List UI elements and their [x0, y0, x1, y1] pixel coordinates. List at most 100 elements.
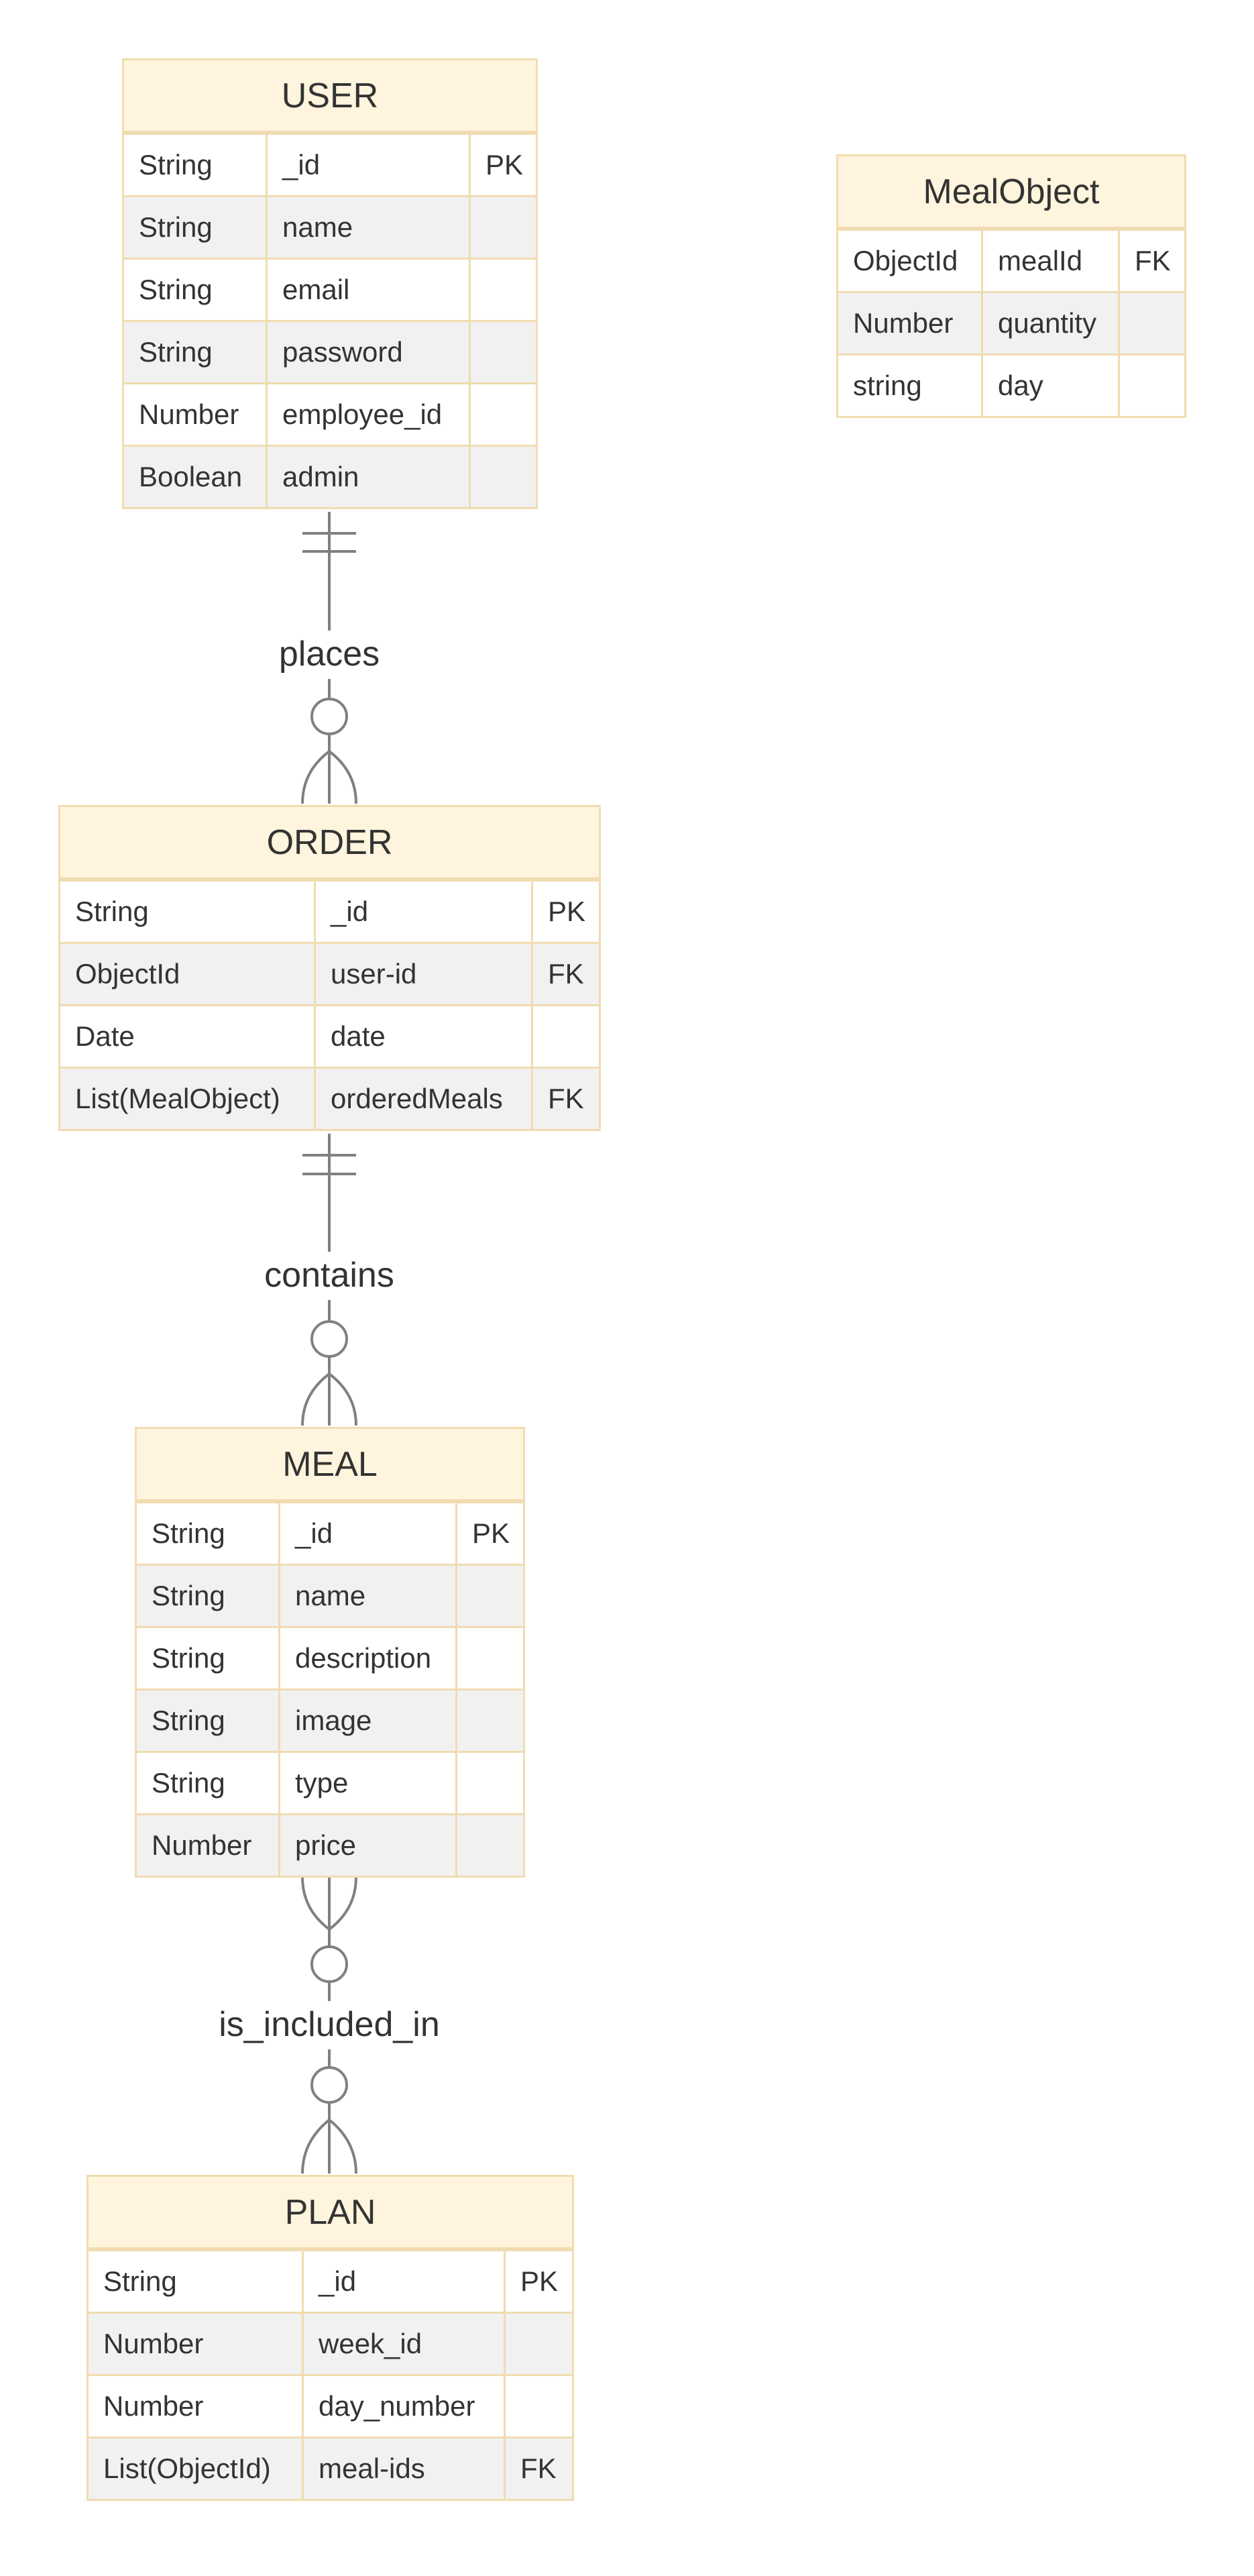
attribute-type: String	[152, 1580, 225, 1611]
attribute-key	[504, 2314, 572, 2374]
attribute-type: string	[853, 370, 922, 401]
attribute-key	[504, 2376, 572, 2436]
zero-circle-top	[310, 1945, 348, 1983]
attribute-name: _id	[266, 135, 469, 195]
attribute-name: date	[314, 1006, 531, 1067]
attribute-type: Number	[853, 307, 954, 339]
attribute-name: image	[278, 1690, 455, 1751]
attribute-row: String type	[137, 1751, 523, 1813]
attribute-type: List(ObjectId)	[103, 2453, 271, 2484]
attribute-name: quantity	[981, 293, 1118, 354]
attribute-row: String name	[137, 1564, 523, 1626]
attribute-row: String email	[124, 258, 536, 320]
attribute-row: String _id PK	[137, 1501, 523, 1564]
attribute-key: PK	[469, 135, 536, 195]
attribute-row: Number employee_id	[124, 382, 536, 445]
attribute-key	[455, 1566, 523, 1626]
attribute-key	[1118, 356, 1184, 416]
attribute-type: String	[139, 336, 213, 368]
attribute-row: String description	[137, 1626, 523, 1688]
attribute-name: day_number	[302, 2376, 504, 2436]
attribute-name: orderedMeals	[314, 1069, 531, 1129]
attribute-row: String _id PK	[89, 2249, 572, 2312]
attribute-type: Date	[75, 1020, 135, 1052]
entity-order: ORDER String _id PK ObjectId user-id FK …	[58, 805, 601, 1131]
attribute-name: user-id	[314, 944, 531, 1004]
zero-circle-bottom	[310, 2066, 348, 2104]
attribute-type: String	[139, 149, 213, 180]
attribute-type: String	[75, 896, 149, 927]
attribute-type: String	[139, 274, 213, 305]
attribute-name: meal-ids	[302, 2438, 504, 2499]
attribute-key: FK	[531, 944, 599, 1004]
attribute-type: List(MealObject)	[75, 1083, 280, 1114]
attribute-type: Number	[103, 2328, 204, 2359]
attribute-type: String	[152, 1517, 225, 1549]
attribute-row: List(ObjectId) meal-ids FK	[89, 2436, 572, 2499]
attribute-type: ObjectId	[853, 245, 958, 276]
attribute-type: String	[103, 2265, 177, 2297]
attribute-type: String	[152, 1767, 225, 1799]
attribute-key	[1118, 293, 1184, 354]
attribute-key	[469, 447, 536, 507]
attribute-key: FK	[1118, 231, 1184, 291]
attribute-key	[455, 1753, 523, 1813]
attribute-name: week_id	[302, 2314, 504, 2374]
attribute-row: String _id PK	[60, 879, 599, 942]
attribute-row: Number day_number	[89, 2374, 572, 2436]
entity-title: PLAN	[89, 2177, 572, 2249]
relationship-label-places: places	[279, 635, 380, 674]
attribute-key: PK	[504, 2251, 572, 2312]
attribute-key	[455, 1815, 523, 1876]
relationship-is-included-in: is_included_in	[213, 1876, 445, 2174]
attribute-row: Boolean admin	[124, 445, 536, 507]
attribute-key	[469, 322, 536, 382]
attribute-key	[455, 1628, 523, 1688]
attribute-name: type	[278, 1753, 455, 1813]
attribute-row: Number price	[137, 1813, 523, 1876]
attribute-type: ObjectId	[75, 958, 180, 989]
attribute-name: _id	[314, 881, 531, 942]
attribute-row: List(MealObject) orderedMeals FK	[60, 1067, 599, 1129]
entity-meal: MEAL String _id PK String name String de…	[135, 1427, 525, 1878]
attribute-name: name	[266, 197, 469, 258]
entity-title: USER	[124, 60, 536, 133]
many-crowfoot-bottom	[301, 2118, 357, 2174]
attribute-name: email	[266, 260, 469, 320]
attribute-type: String	[152, 1705, 225, 1736]
attribute-name: name	[278, 1566, 455, 1626]
attribute-key: FK	[504, 2438, 572, 2499]
attribute-row: Number quantity	[838, 291, 1184, 354]
attribute-row: ObjectId user-id FK	[60, 942, 599, 1004]
attribute-name: day	[981, 356, 1118, 416]
attribute-type: Number	[103, 2390, 204, 2422]
relationship-contains: contains	[258, 1134, 400, 1426]
many-crowfoot	[301, 1373, 357, 1426]
entity-user: USER String _id PK String name String em…	[122, 58, 538, 509]
attribute-key: PK	[455, 1503, 523, 1564]
attribute-row: ObjectId mealId FK	[838, 229, 1184, 291]
attribute-key: FK	[531, 1069, 599, 1129]
attribute-row: string day	[838, 354, 1184, 416]
attribute-name: admin	[266, 447, 469, 507]
entity-mealobject: MealObject ObjectId mealId FK Number qua…	[836, 154, 1186, 418]
attribute-name: _id	[302, 2251, 504, 2312]
attribute-key: PK	[531, 881, 599, 942]
attribute-name: description	[278, 1628, 455, 1688]
many-crowfoot	[301, 750, 357, 804]
zero-circle	[310, 1320, 348, 1358]
attribute-name: _id	[278, 1503, 455, 1564]
attribute-row: String image	[137, 1688, 523, 1751]
attribute-key	[469, 197, 536, 258]
entity-title: MealObject	[838, 156, 1184, 229]
entity-title: ORDER	[60, 807, 599, 879]
attribute-row: Number week_id	[89, 2312, 572, 2374]
attribute-key	[455, 1690, 523, 1751]
entity-title: MEAL	[137, 1429, 523, 1501]
attribute-row: String _id PK	[124, 133, 536, 195]
relationship-label-is-included-in: is_included_in	[219, 2005, 440, 2044]
attribute-row: String name	[124, 195, 536, 258]
attribute-key	[469, 260, 536, 320]
attribute-name: mealId	[981, 231, 1118, 291]
attribute-key	[531, 1006, 599, 1067]
